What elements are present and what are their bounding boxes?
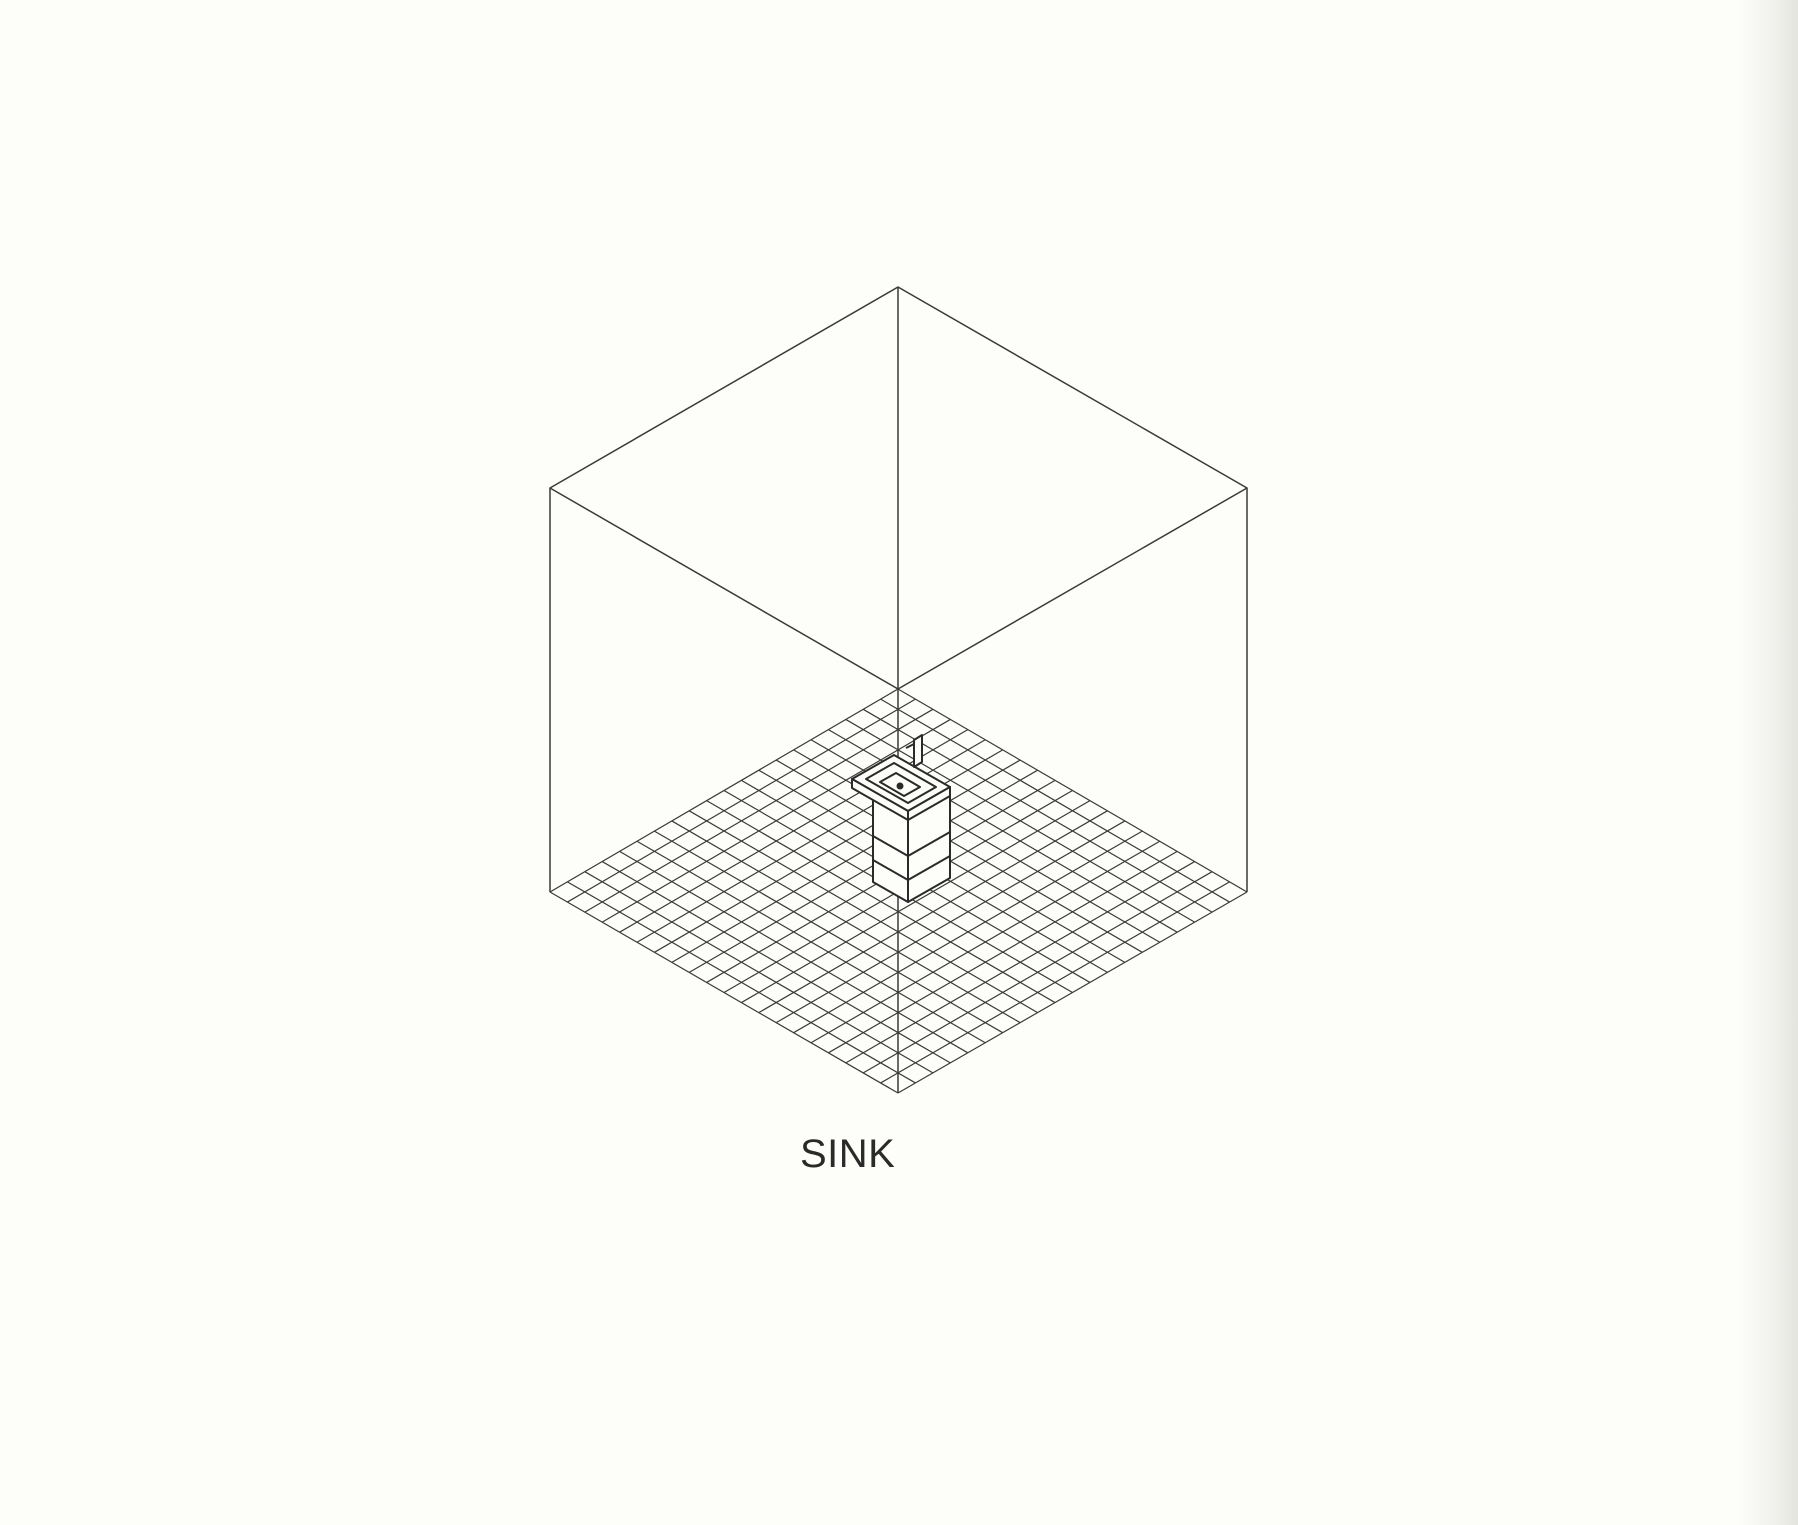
sink-pedestal-band (907, 831, 951, 857)
page-edge-shadow (1738, 0, 1798, 1525)
floor-grid-line (880, 881, 1230, 1084)
floor-grid-line (897, 891, 1248, 1094)
floor-grid-line (810, 840, 1161, 1044)
floor-grid-line (793, 830, 1143, 1034)
sink-drain (896, 782, 904, 790)
floor-grid-line (619, 850, 969, 1054)
floor-grid-line (758, 810, 1108, 1014)
floor-grid-line (584, 871, 934, 1074)
sink-faucet-spout (905, 743, 915, 749)
floor-grid-line (775, 820, 1126, 1024)
sink-faucet (913, 734, 923, 768)
floor-grid-line (845, 861, 1195, 1064)
floor-grid-line (862, 871, 1213, 1074)
sink-pedestal (851, 734, 951, 903)
floor-grid-line (671, 820, 1021, 1024)
floor-grid-line (549, 891, 899, 1094)
sink-basin-rim-side-right (907, 786, 951, 821)
floor-grid-line (706, 800, 1056, 1004)
sink-pedestal-band (907, 855, 951, 881)
sink-pedestal-band (872, 835, 909, 857)
figure-caption: SINK (800, 1132, 896, 1176)
floor-grid-line (828, 850, 1178, 1054)
floor-grid-line (688, 810, 1038, 1014)
sink-pedestal-band (872, 859, 909, 881)
floor-grid-line (601, 861, 951, 1064)
floor-grid-line (567, 881, 916, 1084)
room-cube-outline (549, 286, 1248, 1093)
floor-grid-line (741, 800, 1091, 1004)
floor-grid-line (654, 830, 1004, 1034)
floor-grid-line (636, 840, 986, 1044)
